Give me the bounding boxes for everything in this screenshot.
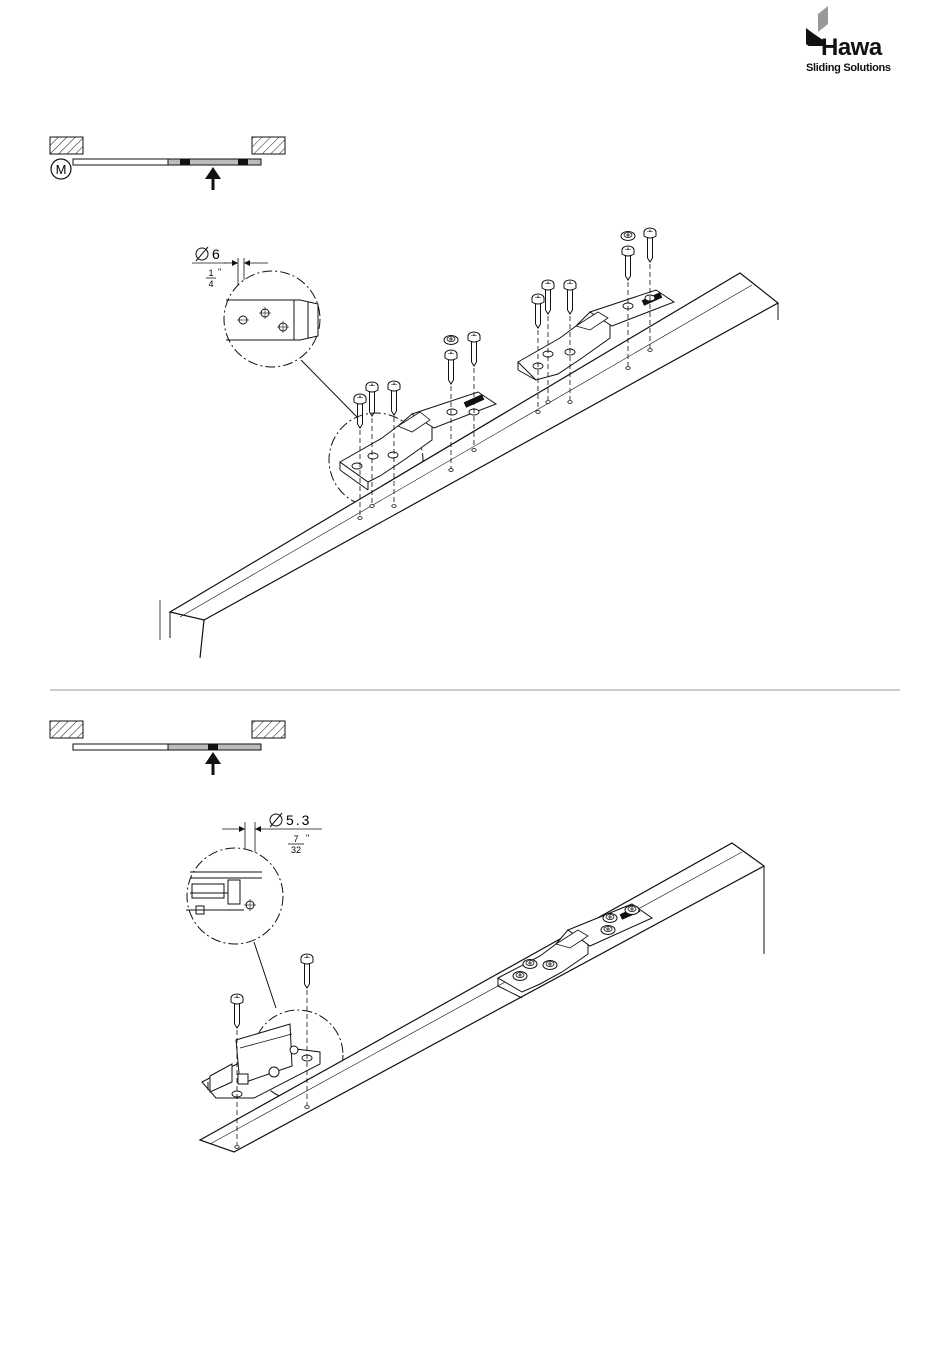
step2-plan-view <box>50 721 285 775</box>
arrow-up-icon <box>205 752 221 775</box>
step2-fraction-num: 7 <box>293 834 298 844</box>
m-marker-label: M <box>56 162 67 177</box>
step1-section: M 6 1 4 " <box>50 137 778 658</box>
step1-inch-mark: " <box>218 267 221 277</box>
arrow-up-icon <box>205 167 221 190</box>
step2-fraction-den: 32 <box>291 845 301 855</box>
step2-rail <box>200 843 764 1152</box>
step2-mounted-bracket <box>498 904 652 998</box>
step1-fraction-den: 4 <box>208 279 213 289</box>
step2-inch-mark: " <box>306 833 309 843</box>
step2-diameter-value: 5.3 <box>286 812 311 828</box>
step2-section: 5.3 7 32 " <box>50 721 764 1152</box>
step1-plan-view: M <box>50 137 285 190</box>
step1-fraction-num: 1 <box>208 268 213 278</box>
step1-diameter-value: 6 <box>212 246 220 262</box>
